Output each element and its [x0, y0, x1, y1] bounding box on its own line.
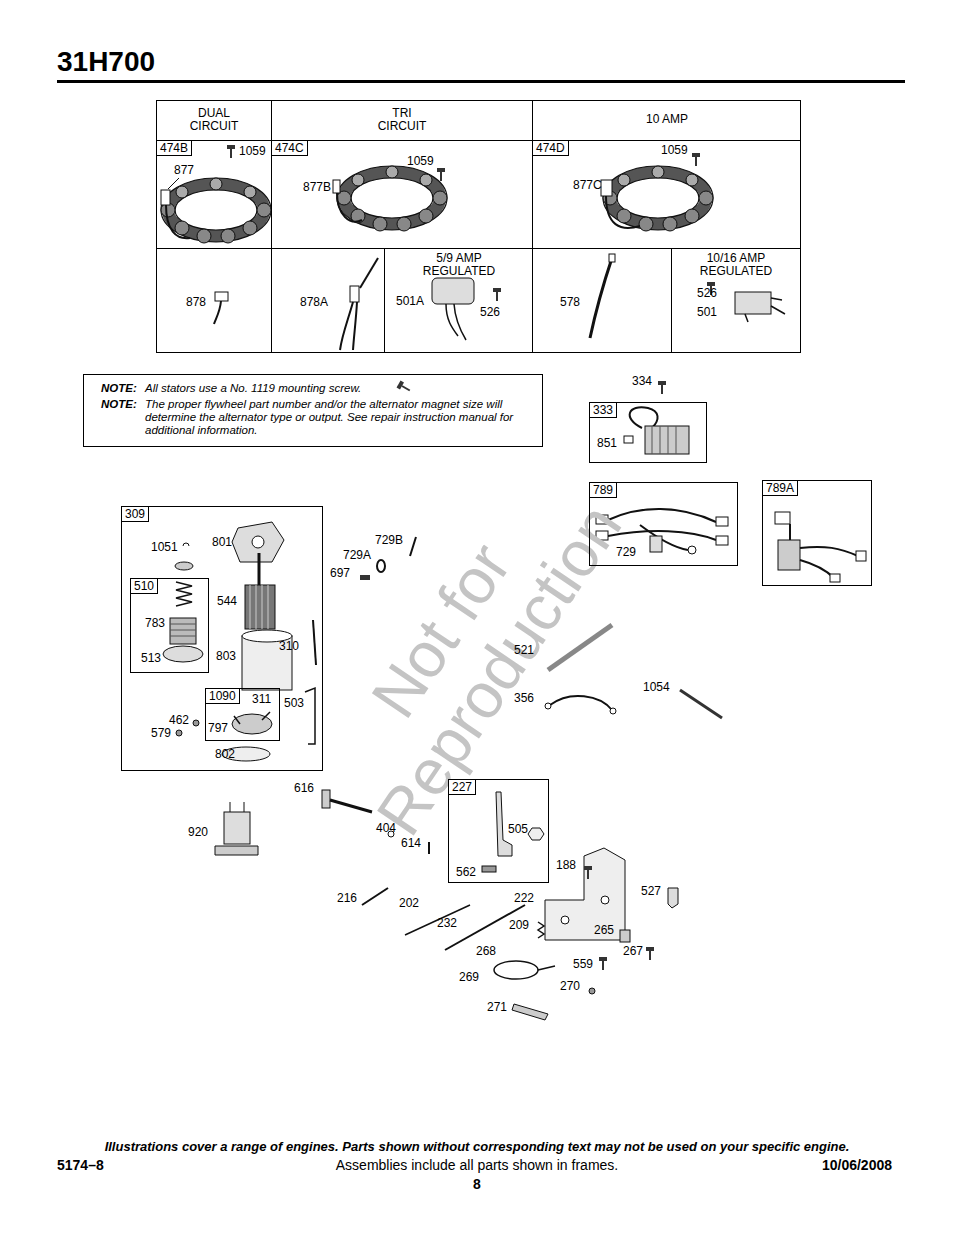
callout-number: 265	[594, 923, 614, 937]
frame-tag: 474D	[532, 140, 569, 156]
cell-header: 5/9 AMP REGULATED	[414, 252, 504, 278]
assembly-frame: 10/16 AMP REGULATED 526 501	[671, 248, 801, 353]
callout-number: 232	[437, 916, 457, 930]
callout-number: 505	[508, 822, 528, 836]
callout-number: 404	[376, 821, 396, 835]
assembly-frame: 309 1051 801 544 803 310 503 462579 802 510 783 513…	[121, 506, 323, 771]
assembly-frame: 878	[156, 248, 272, 353]
callout-number: 877C	[573, 178, 602, 192]
frame-tag: 474B	[156, 140, 192, 156]
frame-tag: 309	[121, 506, 149, 522]
callout-number: 801	[212, 535, 232, 549]
callout-number: 562	[456, 865, 476, 879]
callout-number: 877	[174, 163, 194, 177]
document-number: 5174–8	[57, 1157, 104, 1173]
callout-number: 729	[616, 545, 636, 559]
page-title: 31H700	[57, 46, 155, 78]
cell-header: 10/16 AMP REGULATED	[686, 252, 786, 278]
callout-number: 269	[459, 970, 479, 984]
callout-number: 851	[597, 436, 617, 450]
assembly-frame: 5/9 AMP REGULATED 501A 526	[384, 248, 533, 353]
frame-tag: 1090	[205, 688, 240, 704]
callout-number: 1051	[151, 540, 178, 554]
callout-number: 521	[514, 643, 534, 657]
assembly-frame: 878A	[271, 248, 385, 353]
callout-number: 271	[487, 1000, 507, 1014]
column-header: TRI CIRCUIT	[367, 107, 437, 133]
document-date: 10/06/2008	[822, 1157, 892, 1173]
column-header: DUAL CIRCUIT	[179, 107, 249, 133]
callout-number: 202	[399, 896, 419, 910]
assembly-frame: 10 AMP	[532, 100, 801, 141]
callout-number: 616	[294, 781, 314, 795]
note-text: All stators use a No. 1119 mounting scre…	[145, 382, 361, 395]
callout-number: 578	[560, 295, 580, 309]
callout-number: 334	[632, 374, 652, 388]
callout-number: 614	[401, 836, 421, 850]
callout-number: 783	[145, 616, 165, 630]
callout-number: 544	[217, 594, 237, 608]
callout-number: 356	[514, 691, 534, 705]
callout-number: 222	[514, 891, 534, 905]
callout-number: 462	[169, 713, 189, 727]
assembly-frame: TRI CIRCUIT	[271, 100, 533, 141]
callout-number: 310	[279, 639, 299, 653]
callout-number: 267	[623, 944, 643, 958]
callout-number: 209	[509, 918, 529, 932]
page-number: 8	[427, 1176, 527, 1192]
footer-note: Illustrations cover a range of engines. …	[20, 1139, 934, 1155]
callout-number: 501	[697, 305, 717, 319]
assembly-frame: 578	[532, 248, 672, 353]
callout-number: 311	[252, 692, 271, 706]
note-text: The proper flywheel part number and/or t…	[145, 398, 533, 437]
assembly-frame: 474D 1059 877C	[532, 140, 801, 249]
note-label: NOTE:	[101, 382, 137, 395]
callout-number: 503	[284, 696, 304, 710]
assembly-frame: 789 729	[589, 482, 738, 566]
callout-number: 579	[151, 726, 171, 740]
assembly-frame: 510 783 513	[130, 578, 209, 673]
callout-number: 526	[480, 305, 500, 319]
callout-number: 526	[697, 286, 717, 300]
frame-tag: 789A	[762, 480, 798, 496]
assembly-frame: 474C 1059 877B	[271, 140, 533, 249]
frame-tag: 227	[448, 779, 476, 795]
callout-number: 920	[188, 825, 208, 839]
assembly-frame: 227 505 562	[448, 779, 549, 883]
callout-number: 1059	[407, 154, 434, 168]
assembly-frame: NOTE: All stators use a No. 1119 mounting…	[83, 374, 543, 447]
callout-number: 1059	[661, 143, 688, 157]
callout-number: 1059	[239, 144, 266, 158]
callout-number: 513	[141, 651, 161, 665]
assembly-frame: 1090 311 797	[205, 688, 280, 741]
callout-number: 527	[641, 884, 661, 898]
assembly-frame: 789A	[762, 480, 872, 586]
frame-tag: 474C	[271, 140, 308, 156]
callout-number: 216	[337, 891, 357, 905]
callout-number: 270	[560, 979, 580, 993]
frame-tag: 333	[589, 402, 617, 418]
callout-number: 188	[556, 858, 576, 872]
frame-tag: 789	[589, 482, 617, 498]
callout-number: 1054	[643, 680, 670, 694]
callout-number: 878	[186, 295, 206, 309]
callout-number: 697	[330, 566, 350, 580]
frame-tag: 510	[130, 578, 158, 594]
callout-number: 559	[573, 957, 593, 971]
assembly-frame: 333 851	[589, 402, 707, 463]
callout-number: 877B	[303, 180, 331, 194]
note-label: NOTE:	[101, 398, 137, 411]
footer-note: Assemblies include all parts shown in fr…	[227, 1157, 727, 1173]
callout-number: 729B	[375, 533, 403, 547]
column-header: 10 AMP	[622, 113, 712, 126]
callout-number: 501A	[396, 294, 424, 308]
assembly-frame: DUAL CIRCUIT	[156, 100, 272, 141]
callout-number: 729A	[343, 548, 371, 562]
callout-number: 802	[215, 747, 235, 761]
callout-number: 268	[476, 944, 496, 958]
assembly-frame: 474B 1059 877	[156, 140, 272, 249]
callout-number: 878A	[300, 295, 328, 309]
callout-number: 797	[208, 721, 228, 735]
callout-number: 803	[216, 649, 236, 663]
